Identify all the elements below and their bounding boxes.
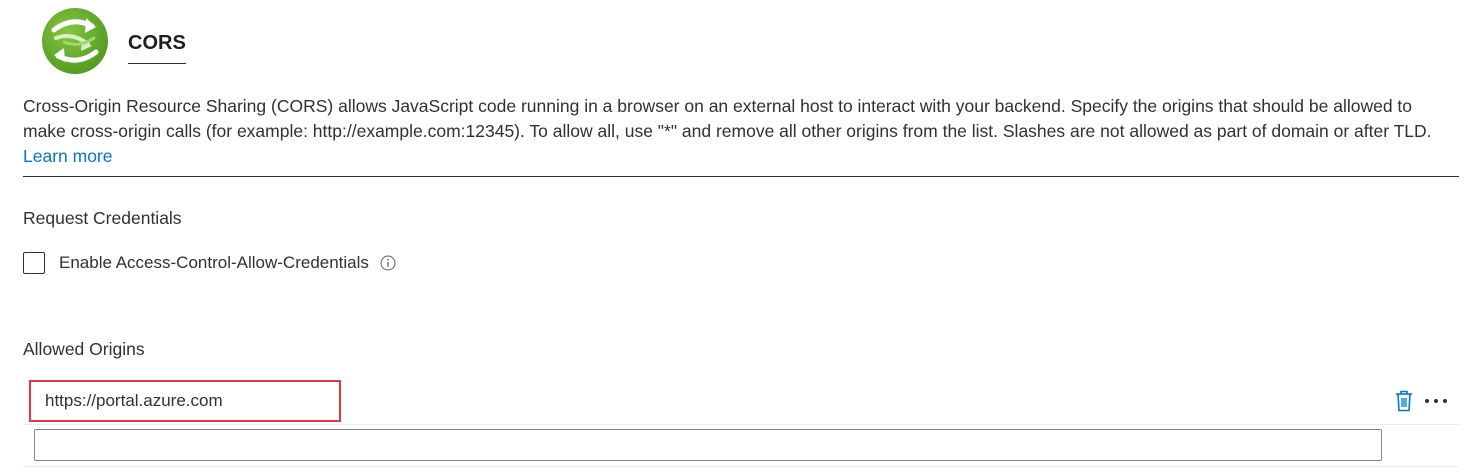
new-origin-row (23, 425, 1459, 467)
new-origin-input[interactable] (34, 429, 1382, 461)
page-title: CORS (128, 32, 186, 64)
title-wrap: CORS (128, 32, 186, 64)
delete-icon[interactable] (1395, 390, 1413, 412)
allowed-origins-heading: Allowed Origins (23, 339, 145, 359)
info-icon[interactable] (380, 255, 396, 271)
origin-value: https://portal.azure.com (45, 391, 223, 410)
description-text: Cross-Origin Resource Sharing (CORS) all… (23, 96, 1432, 141)
cors-logo-icon (42, 8, 108, 74)
section-divider (23, 176, 1459, 177)
credentials-checkbox[interactable] (23, 252, 45, 274)
learn-more-link[interactable]: Learn more (23, 146, 113, 166)
origin-row: https://portal.azure.com (23, 378, 1459, 425)
page-header: CORS (42, 8, 186, 78)
origin-value-box[interactable]: https://portal.azure.com (29, 380, 341, 422)
more-options-icon[interactable] (1424, 390, 1448, 412)
request-credentials-heading: Request Credentials (23, 208, 182, 228)
cors-description: Cross-Origin Resource Sharing (CORS) all… (23, 94, 1459, 169)
credentials-checkbox-row: Enable Access-Control-Allow-Credentials (23, 250, 396, 276)
credentials-checkbox-label[interactable]: Enable Access-Control-Allow-Credentials (59, 253, 369, 272)
